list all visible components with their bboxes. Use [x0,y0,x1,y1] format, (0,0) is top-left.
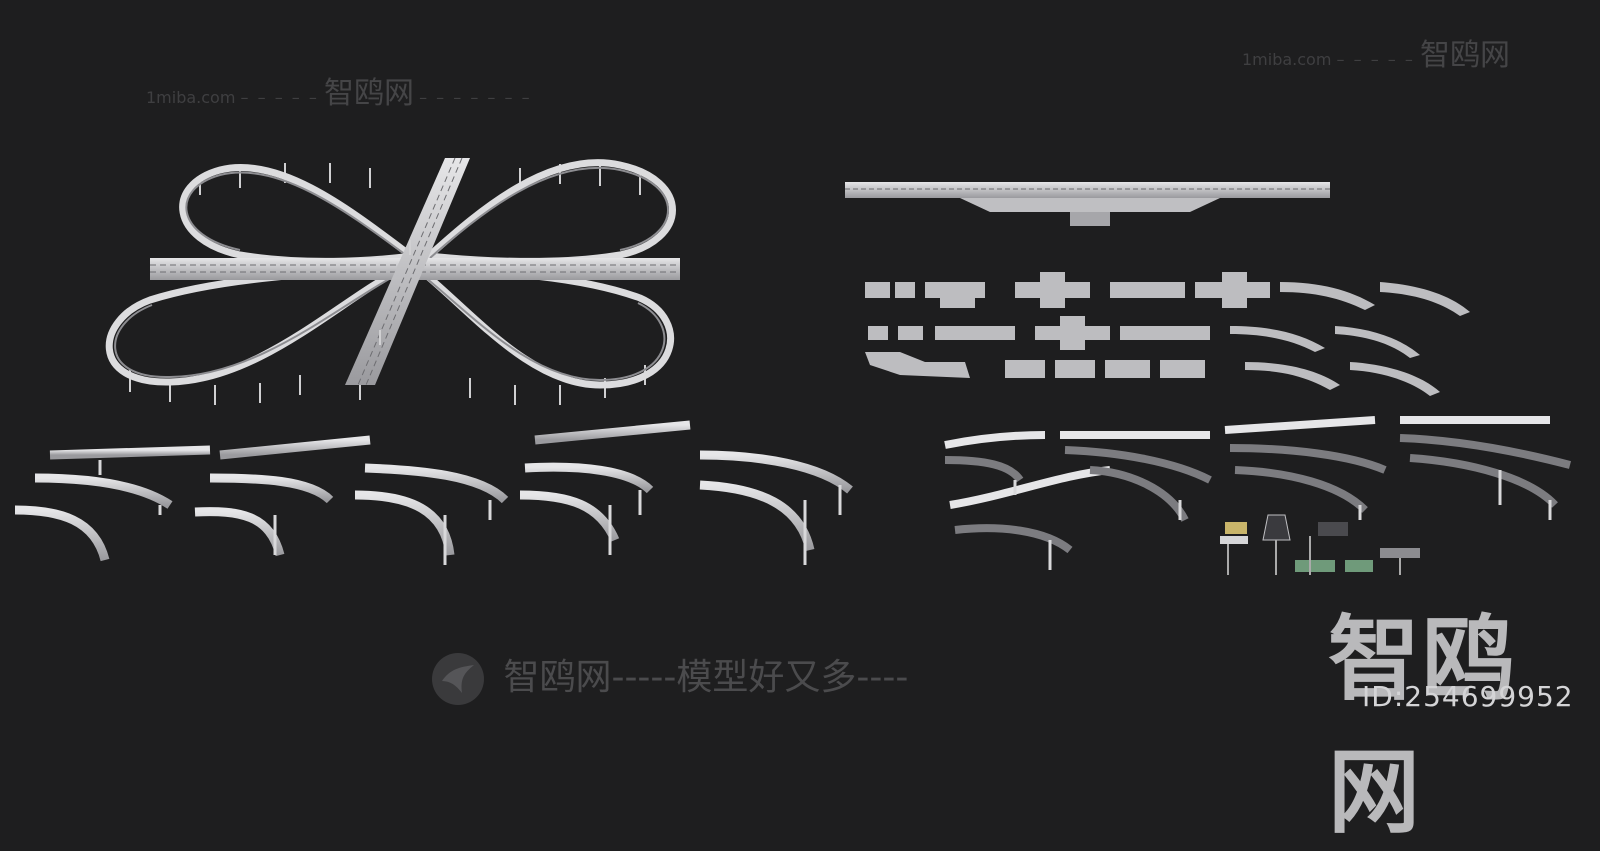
road-sign-props [1220,514,1420,575]
watermark-tagline: 智鸥网-----模型好又多---- [432,648,908,705]
watermark-brand: 智鸥网 [323,76,414,111]
elevated-ramps-right [944,416,1572,570]
watermark-dashes: – – – – – [240,88,319,107]
seagull-logo-icon [432,653,484,705]
elevated-ramps-left [14,420,855,565]
diagonal-highway-deck [345,158,470,385]
watermark-site: 1miba.com [1242,50,1332,69]
watermark-tagline-text: 智鸥网-----模型好又多---- [503,657,909,698]
watermark-site: 1miba.com [146,88,236,107]
watermark-dashes: – – – – – – – [419,88,532,107]
loop-inner-edges [114,166,669,382]
watermark-top-left: 1miba.com – – – – – 智鸥网 – – – – – – – [146,68,532,112]
watermark-top-right: 1miba.com – – – – – 智鸥网 [1242,30,1510,74]
highway-piers [359,240,411,400]
road-tiles [865,272,1470,396]
model-preview-canvas [14,157,1572,575]
cloverleaf-interchange [105,157,680,405]
watermark-brand: 智鸥网 [1419,38,1510,73]
watermark-dashes: – – – – – [1336,50,1415,69]
watermark-big-brand: 智鸥网 [1328,606,1517,846]
straight-viaduct [845,182,1330,226]
watermark-id: ID:254699952 [1362,680,1574,713]
